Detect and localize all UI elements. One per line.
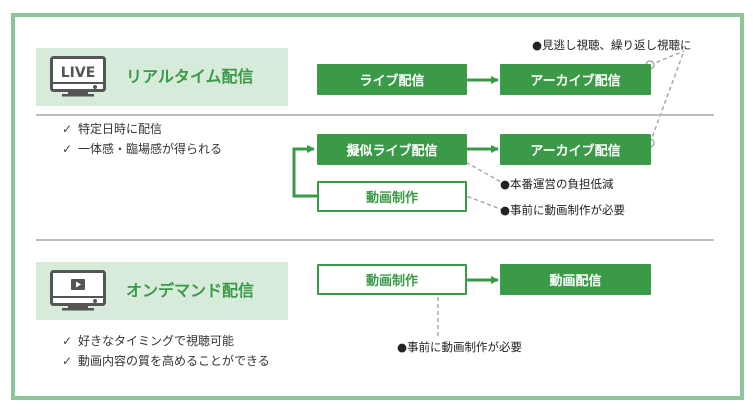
note-reduce-burden: ●本番運営の負担低減	[500, 177, 614, 191]
check-icon: ✓	[62, 142, 73, 156]
box-live-streaming: ライブ配信	[317, 64, 467, 95]
live-monitor-icon: LIVE	[50, 56, 106, 97]
arrow-production-to-pseudo	[292, 145, 317, 198]
note-line-burden	[459, 158, 504, 184]
note-line-prior-1	[460, 193, 504, 211]
live-label: LIVE	[61, 65, 96, 81]
ondemand-features: ✓好きなタイミングで視聴可能 ✓動画内容の質を高めることができる	[62, 331, 270, 371]
box-video-production-2: 動画制作	[317, 264, 467, 295]
note-line-rewatch-2	[649, 50, 685, 144]
divider-upper	[36, 114, 714, 116]
check-icon: ✓	[62, 354, 73, 368]
check-icon: ✓	[62, 334, 73, 348]
note-prior-production-2: ●事前に動画制作が必要	[397, 340, 523, 354]
ondemand-feature-1: ✓好きなタイミングで視聴可能	[62, 331, 270, 351]
check-icon: ✓	[62, 122, 73, 136]
realtime-title: リアルタイム配信	[126, 67, 254, 86]
realtime-category: LIVE リアルタイム配信	[36, 48, 288, 106]
box-archive-2: アーカイブ配信	[500, 134, 651, 165]
ondemand-title: オンデマンド配信	[126, 281, 255, 300]
realtime-feature-2: ✓一体感・臨場感が得られる	[62, 139, 222, 159]
play-monitor-icon	[50, 270, 106, 311]
realtime-feature-1: ✓特定日時に配信	[62, 119, 222, 139]
note-prior-production-1: ●事前に動画制作が必要	[500, 203, 626, 217]
ondemand-feature-2: ✓動画内容の質を高めることができる	[62, 351, 270, 371]
realtime-features: ✓特定日時に配信 ✓一体感・臨場感が得られる	[62, 119, 222, 159]
box-video-production-1: 動画制作	[317, 181, 467, 212]
ondemand-category: オンデマンド配信	[36, 262, 288, 320]
note-rewatch: ●見逃し視聴、繰り返し視聴に	[532, 38, 692, 52]
note-line-rewatch-1	[649, 50, 685, 66]
box-archive-1: アーカイブ配信	[500, 64, 651, 95]
box-video-delivery: 動画配信	[500, 264, 651, 295]
box-pseudo-live: 擬似ライブ配信	[317, 134, 467, 165]
divider-middle	[36, 239, 714, 241]
